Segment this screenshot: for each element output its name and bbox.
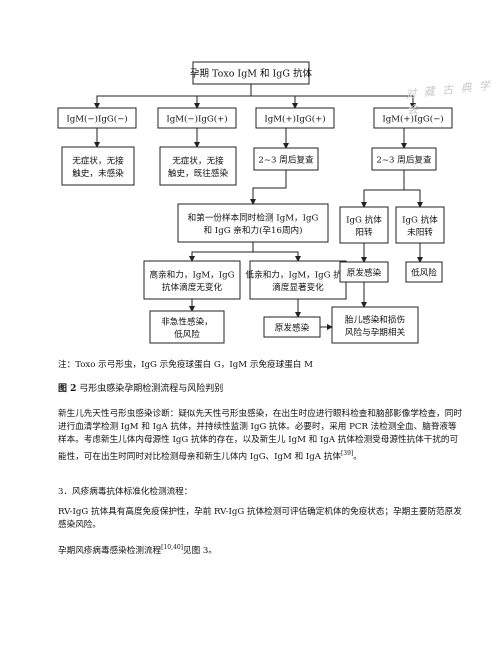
- node-label: 低风险: [411, 267, 437, 279]
- node-label: 非急性感染，: [161, 315, 213, 327]
- figure-label: 图 2: [58, 384, 77, 394]
- citation-10-40: [10,40]: [161, 544, 183, 551]
- node-box: [149, 310, 225, 344]
- section-heading-rubella: 3．风疹病毒抗体标准化检测流程：: [58, 487, 193, 497]
- node-c3: IgM(+)IgG(+): [255, 107, 335, 129]
- node-label: 和 IgG 亲和力(孕16周内): [203, 224, 302, 236]
- node-c2: IgM(−)IgG(+): [157, 107, 237, 129]
- flow-arrow: [250, 170, 287, 205]
- node-box: [331, 306, 419, 344]
- paragraph-neonatal-text: 新生儿先天性弓形虫感染诊断：疑似先天性弓形虫感染，在出生时应进行眼科检查和脑部影…: [58, 409, 462, 462]
- node-box: [192, 61, 310, 85]
- node-c4b: 2~3 周后复查: [371, 147, 437, 171]
- figure-caption-text: 弓形虫感染孕期检测流程与风险判别: [79, 384, 224, 394]
- node-label: 2~3 周后复查: [376, 154, 432, 166]
- node-label: 高亲和力，IgM，IgG: [149, 268, 234, 280]
- node-label: 孕期 Toxo IgM 和 IgG 抗体: [190, 68, 312, 80]
- node-box: [263, 316, 321, 338]
- node-acute: 非急性感染，低风险: [149, 310, 225, 344]
- node-box: [373, 107, 453, 129]
- node-label: 阳转: [355, 226, 373, 238]
- figure-caption: 图 2 弓形虫感染孕期检测流程与风险判别: [58, 381, 223, 394]
- node-lowrisk: 低风险: [405, 261, 443, 283]
- node-label: IgM(+)IgG(−): [382, 114, 443, 125]
- paragraph-fig3-ref: 孕期风疹病毒感染检测流程[10,40]见图 3。: [58, 541, 462, 558]
- node-label: IgM(−)IgG(−): [66, 114, 127, 125]
- node-box: [339, 206, 389, 244]
- node-c1: IgM(−)IgG(−): [57, 107, 137, 129]
- node-root: 孕期 Toxo IgM 和 IgG 抗体: [190, 61, 312, 85]
- node-label: IgM(−)IgG(+): [166, 114, 227, 125]
- node-c4: IgM(+)IgG(−): [373, 107, 453, 129]
- flow-arrow: [404, 189, 423, 208]
- node-label: 抗体滴度无变化: [162, 281, 223, 293]
- node-label: 触史，未感染: [72, 167, 124, 179]
- node-box: [177, 203, 329, 243]
- node-label: 风险与孕期相关: [345, 326, 406, 338]
- node-box: [371, 147, 437, 171]
- toxo-flowchart: 孕期 Toxo IgM 和 IgG 抗体 IgM(−)IgG(−) IgM(−)Ig…: [57, 61, 453, 344]
- citation-39: [39]: [340, 450, 354, 457]
- node-label: 触史，既往感染: [168, 167, 229, 179]
- node-box: [405, 261, 443, 283]
- paragraph-fig3-end: 见图 3。: [183, 545, 217, 556]
- node-label: 无症状，无接: [172, 154, 224, 166]
- node-label: 胎儿感染和损伤: [345, 313, 405, 325]
- node-label: 低风险: [174, 328, 200, 340]
- node-box: [255, 107, 335, 129]
- node-box: [395, 206, 445, 244]
- flow-arrow: [94, 84, 252, 109]
- node-primary2: 原发感染: [339, 261, 389, 283]
- node-box: [157, 107, 237, 129]
- paragraph-neonatal-end: 。: [353, 451, 362, 462]
- node-label: 滴度显著变化: [272, 281, 324, 293]
- node-box: [57, 107, 137, 129]
- node-box: [143, 260, 241, 300]
- flow-arrow: [253, 251, 301, 262]
- flow-arrow: [189, 242, 254, 262]
- node-label: 低亲和力，IgM，IgG 抗体: [246, 268, 351, 280]
- node-label: IgG 抗体: [346, 213, 382, 225]
- node-label: IgG 抗体: [402, 213, 438, 225]
- node-label: 和第一份样本同时检测 IgM，IgG: [188, 211, 319, 223]
- node-box: [61, 146, 135, 186]
- node-box: [159, 146, 237, 186]
- node-primary1: 原发感染: [263, 316, 321, 338]
- paragraph-neonatal: 新生儿先天性弓形虫感染诊断：疑似先天性弓形虫感染，在出生时应进行眼科检查和脑部影…: [58, 408, 462, 464]
- node-label: 无症状，无接: [72, 154, 124, 166]
- node-label: 2~3 周后复查: [258, 154, 314, 166]
- node-label: 原发感染: [275, 322, 310, 334]
- node-label: 未阳转: [407, 226, 433, 238]
- flow-arrow: [251, 95, 416, 109]
- node-box: [249, 260, 347, 300]
- node-box: [253, 147, 319, 171]
- node-label: 原发感染: [347, 267, 382, 279]
- figure-note: 注：Toxo 示弓形虫，IgG 示免疫球蛋白 G，IgM 示免疫球蛋白 M: [58, 360, 313, 370]
- node-label: IgM(+)IgG(+): [264, 114, 325, 125]
- node-c3b: 2~3 周后复查: [253, 147, 319, 171]
- node-box: [339, 261, 389, 283]
- paragraph-fig3-text: 孕期风疹病毒感染检测流程: [58, 545, 162, 556]
- flow-arrow: [361, 170, 405, 208]
- paragraph-rv-igg: RV-IgG 抗体具有高度免疫保护性，孕前 RV-IgG 抗体检测可评估确定机体…: [58, 507, 462, 530]
